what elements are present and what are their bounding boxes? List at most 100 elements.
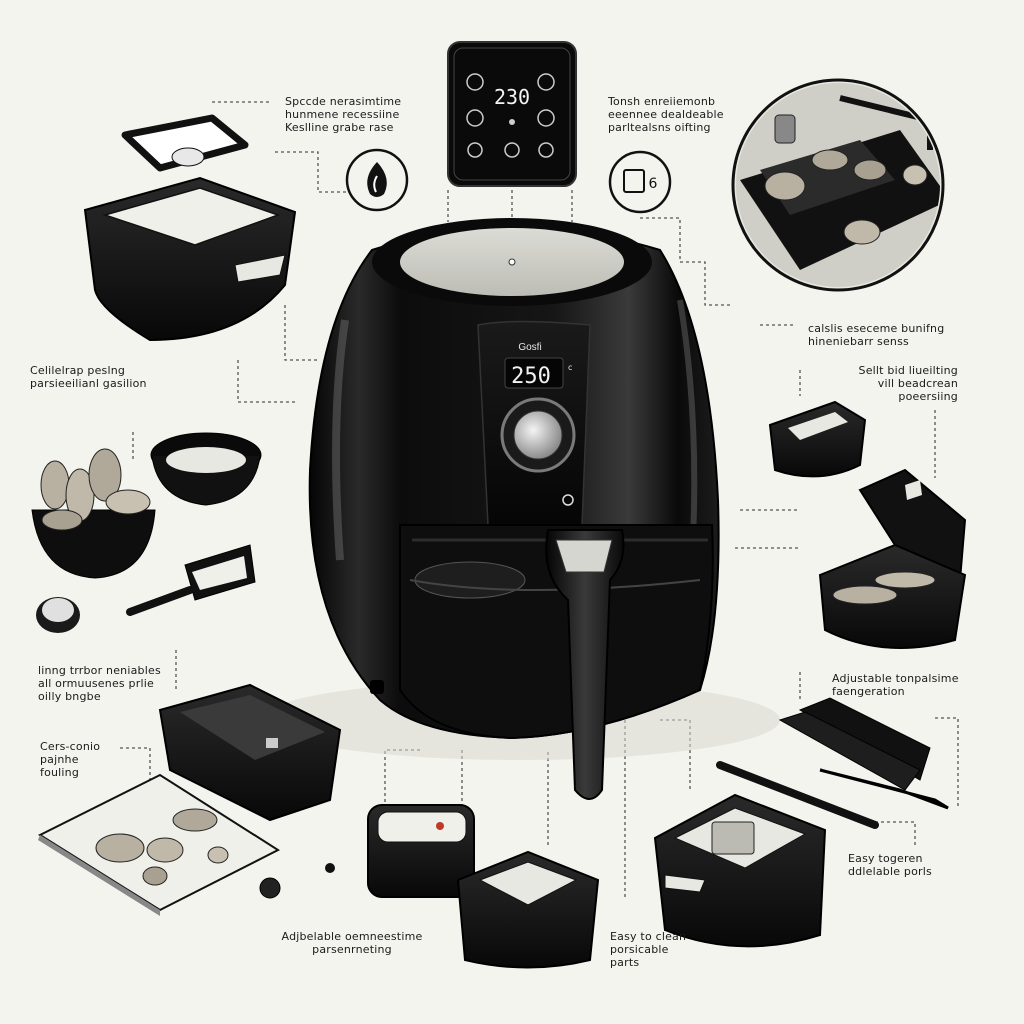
timer-module-led — [436, 822, 444, 830]
basket-lid-hole — [171, 147, 205, 167]
flame-icon — [367, 162, 387, 197]
flame-badge — [345, 148, 409, 212]
flame-icon-inner — [373, 175, 378, 193]
device-display — [504, 357, 564, 389]
small-bowl — [150, 432, 262, 506]
inset-food-4 — [843, 219, 881, 245]
board-food-5 — [207, 846, 229, 864]
small-container-inside — [788, 412, 848, 440]
board-food-2 — [146, 837, 184, 863]
preset-icon-7[interactable] — [538, 142, 554, 158]
callout-lines — [120, 101, 959, 900]
callout-bottom-right: Easy to clean porsicable parts — [610, 930, 687, 969]
basket-with-mesh — [83, 114, 297, 342]
inner-pot-handle — [664, 874, 706, 893]
food-item-4 — [105, 489, 151, 515]
callout-right-bottom: Easy togeren ddlelable porls — [848, 852, 932, 878]
small-dot — [325, 863, 335, 873]
small-container-body — [768, 400, 867, 478]
small-bowl-inside — [166, 447, 246, 473]
callout-left-upper: Celilelrap peslng parsieeilianl gasilion — [30, 364, 147, 390]
egg-highlight — [42, 598, 74, 622]
lid-center-dot — [508, 258, 516, 266]
timer-module-panel — [377, 811, 467, 843]
rectangular-tray — [158, 683, 342, 822]
cutting-board — [37, 773, 281, 916]
flame-badge-ring — [345, 148, 409, 212]
touch-panel-body — [447, 41, 577, 187]
leader-right-bottom-2 — [875, 821, 916, 845]
timer-module — [367, 804, 475, 898]
lidded-box-clasp — [905, 480, 922, 500]
tongs-bar — [716, 761, 879, 829]
small-container — [768, 400, 867, 478]
callout-top-center: Tonsh enreiiemonb eeennee dealdeable par… — [608, 95, 724, 134]
callout-left-lower: Cers-conio pajnhe fouling — [40, 740, 101, 779]
preset-icon-5[interactable] — [467, 142, 483, 158]
board-food-4 — [142, 866, 168, 886]
callout-right-lower: Adjustable tonpalsime faengeration — [832, 672, 959, 698]
leader-top-right — [640, 217, 732, 306]
callout-bottom-center: Adjbelable oemneestime parsenrneting — [281, 930, 423, 956]
air-fryer-main: Gosfi 250 c — [308, 218, 720, 800]
foot-left — [370, 680, 384, 694]
basket-mesh — [102, 187, 281, 246]
rect-tray-clip — [266, 738, 278, 748]
drawer-rim-line — [409, 579, 701, 591]
preset-icon-3[interactable] — [466, 109, 484, 127]
small-disc — [259, 877, 281, 899]
inset-food-3 — [853, 159, 887, 181]
mesh-basket-floor — [478, 861, 578, 906]
timer-badge-ring — [608, 150, 672, 214]
inset-food-2 — [811, 149, 849, 171]
device-display-temp: 250 — [511, 364, 551, 389]
device-display-unit: c — [568, 363, 572, 372]
inset-food-5 — [902, 164, 928, 186]
touch-panel-bezel — [453, 47, 571, 181]
preset-icon-2[interactable] — [537, 73, 555, 91]
inner-pot-basket — [653, 793, 827, 948]
egg — [36, 597, 80, 633]
timer-icon — [623, 169, 645, 193]
inset-food-1 — [764, 171, 806, 201]
box-food-1 — [832, 585, 898, 605]
drawer-window — [414, 561, 526, 599]
callout-top-left: Spccde nerasimtime hunmene recessiine Ke… — [285, 95, 402, 134]
drawer-handle[interactable] — [545, 529, 625, 800]
divider-plates — [716, 697, 949, 829]
timer-badge-text: 6 — [649, 176, 658, 192]
preset-icon-4[interactable] — [537, 109, 555, 127]
scoop-handle — [126, 586, 194, 616]
scoop-inside — [192, 556, 247, 590]
callout-right-upper: calslis eseceme bunifng hineniebarr sens… — [808, 322, 945, 348]
box-food-2 — [874, 571, 936, 589]
scoop — [126, 544, 256, 616]
leader-right-bottom — [935, 717, 959, 808]
mesh-basket-small — [456, 850, 600, 969]
inset-bottle — [774, 114, 796, 144]
lidded-box-lid — [858, 468, 967, 582]
handle-release-button[interactable] — [555, 539, 613, 573]
preset-icon-6[interactable] — [504, 142, 520, 158]
divider-plate-3 — [819, 768, 949, 810]
board-food-1 — [95, 833, 145, 863]
rect-tray-mesh — [180, 695, 325, 760]
preset-icon-1[interactable] — [466, 73, 484, 91]
leader-top-left-2 — [275, 151, 350, 193]
leader-left-lower — [120, 747, 151, 780]
temperature-dial[interactable] — [513, 410, 563, 460]
board-edge — [38, 835, 160, 916]
power-indicator-icon — [562, 494, 574, 506]
leader-left-basket — [284, 305, 320, 361]
touch-panel-temp: 230 — [494, 85, 530, 109]
fryer-highlight — [332, 319, 349, 561]
food-item-1 — [40, 460, 70, 510]
touch-panel-dot — [509, 119, 515, 125]
food-item-5 — [41, 509, 83, 531]
interior-inset — [731, 78, 945, 292]
leader-left-upper — [237, 360, 298, 403]
basket-lid — [121, 114, 249, 172]
divider-plate-2 — [778, 711, 921, 791]
food-item-3 — [88, 448, 122, 502]
